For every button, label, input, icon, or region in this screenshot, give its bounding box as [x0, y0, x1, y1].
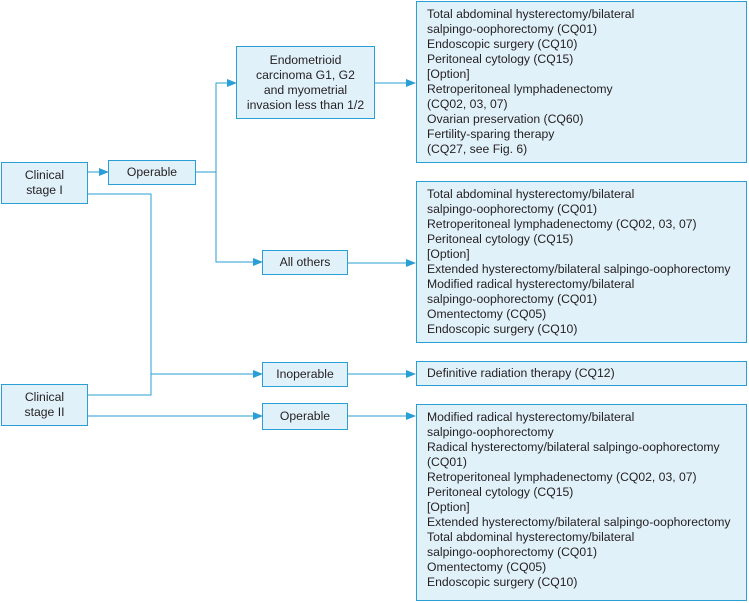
clinical-stage-2-line-2: stage II: [24, 405, 65, 419]
clinical-stage-2-box: Clinical stage II: [1, 384, 88, 426]
treatment-line: Retroperitoneal lymphadenectomy (CQ02, 0…: [427, 470, 697, 484]
treatment-line: [Option]: [427, 67, 470, 81]
endometrioid-line-3: and myometrial: [263, 82, 348, 97]
treatment-line: Endoscopic surgery (CQ10): [427, 322, 578, 336]
treatment-line: [Option]: [427, 247, 470, 261]
treatment-line: Peritoneal cytology (CQ15): [427, 232, 574, 246]
treatment-line: salpingo-oophorectomy (CQ01): [427, 545, 598, 559]
operable-stage-2-label: Operable: [279, 409, 331, 423]
treatment-line: Modified radical hysterectomy/bilateral: [427, 277, 635, 291]
arrow-operable-to-all-others: [215, 172, 263, 266]
treatment-line: Peritoneal cytology (CQ15): [427, 485, 574, 499]
treatment-line: Radical hysterectomy/bilateral salpingo-…: [427, 440, 720, 454]
line-stage2-to-inoperable: [88, 374, 152, 396]
operable-stage-2-box: Operable: [262, 403, 348, 430]
inoperable-label: Inoperable: [276, 367, 334, 381]
treatment-line: Extended hysterectomy/bilateral salpingo…: [427, 262, 731, 276]
all-others-box: All others: [262, 250, 348, 275]
treatment-line: Peritoneal cytology (CQ15): [427, 52, 574, 66]
treatment-line: Omentectomy (CQ05): [427, 560, 547, 574]
treatment-line: Retroperitoneal lymphadenectomy: [427, 82, 613, 96]
treatment-line: Ovarian preservation (CQ60): [427, 112, 584, 126]
treatment-line: salpingo-oophorectomy (CQ01): [427, 22, 598, 36]
treatment-line: Total abdominal hysterectomy/bilateral: [427, 187, 635, 201]
treatment-line: salpingo-oophorectomy (CQ01): [427, 202, 598, 216]
operable-stage-1-label: Operable: [126, 165, 178, 179]
clinical-stage-1-line-1: Clinical: [24, 168, 65, 182]
endometrioid-line-4: invasion less than 1/2: [246, 97, 365, 112]
treatment-line: Retroperitoneal lymphadenectomy (CQ02, 0…: [427, 217, 697, 231]
treatment-all-others-box: Total abdominal hysterectomy/bilateral s…: [416, 181, 747, 343]
treatment-line: [Option]: [427, 500, 470, 514]
treatment-line: Total abdominal hysterectomy/bilateral: [427, 530, 635, 544]
treatment-line: salpingo-oophorectomy: [427, 425, 554, 439]
treatment-line: Omentectomy (CQ05): [427, 307, 547, 321]
all-others-label: All others: [279, 255, 331, 269]
line-stage1-to-inoperable: [88, 193, 152, 374]
endometrioid-line-1: Endometrioid: [269, 52, 342, 67]
endometrioid-line-2: carcinoma G1, G2: [256, 67, 355, 82]
treatment-line: Extended hysterectomy/bilateral salpingo…: [427, 515, 731, 529]
operable-stage-1-box: Operable: [108, 160, 196, 185]
treatment-line: (CQ02, 03, 07): [427, 97, 508, 111]
treatment-line: Endoscopic surgery (CQ10): [427, 575, 578, 589]
treatment-stage-2-box: Modified radical hysterectomy/bilateral …: [416, 404, 747, 601]
treatment-line: (CQ27, see Fig. 6): [427, 142, 528, 156]
treatment-line: Modified radical hysterectomy/bilateral: [427, 410, 635, 424]
clinical-stage-2-line-1: Clinical: [24, 390, 65, 404]
treatment-inoperable-label: Definitive radiation therapy (CQ12): [427, 366, 615, 380]
treatment-inoperable-box: Definitive radiation therapy (CQ12): [416, 361, 747, 386]
endometrioid-box: Endometrioid carcinoma G1, G2 and myomet…: [236, 46, 375, 119]
arrow-operable-to-endometrioid: [215, 79, 237, 172]
treatment-endometrioid-box: Total abdominal hysterectomy/bilateral s…: [416, 1, 747, 163]
treatment-line: Total abdominal hysterectomy/bilateral: [427, 7, 635, 21]
treatment-line: salpingo-oophorectomy (CQ01): [427, 292, 598, 306]
treatment-line: (CQ01): [427, 455, 467, 469]
treatment-line: Fertility-sparing therapy: [427, 127, 555, 141]
clinical-stage-1-box: Clinical stage I: [1, 162, 88, 204]
treatment-line: Endoscopic surgery (CQ10): [427, 37, 578, 51]
inoperable-box: Inoperable: [262, 362, 348, 387]
clinical-stage-1-line-2: stage I: [26, 183, 63, 197]
